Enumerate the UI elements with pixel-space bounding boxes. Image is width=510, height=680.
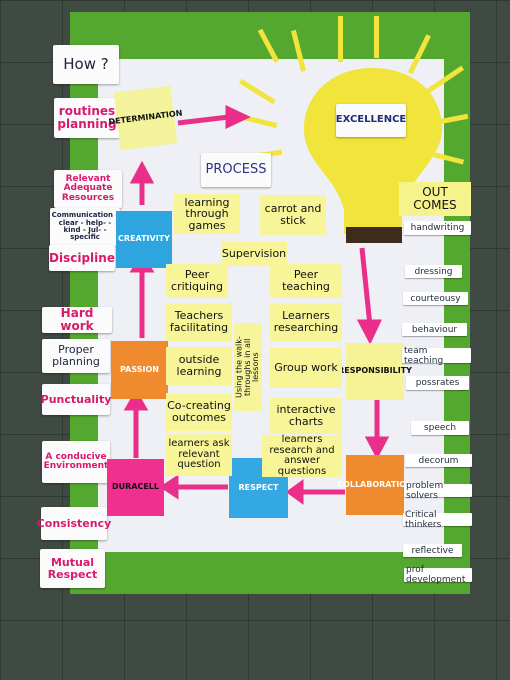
supervision-note: Supervision	[221, 242, 287, 266]
routines-planning-card: routines planning	[54, 98, 120, 138]
peer-critiquing-note: Peer critiquing	[166, 264, 228, 298]
discipline-card: Discipline	[49, 245, 115, 271]
hard-work-card: Hard work	[42, 307, 112, 333]
interactive-charts-note: interactive charts	[270, 398, 342, 434]
punctuality-card: Punctuality	[41, 384, 111, 415]
determination-card: DETERMINATION	[108, 85, 183, 151]
duracell-card: DURACELL	[107, 459, 164, 516]
outcome-possrates: possrates	[406, 376, 469, 390]
walkthrough-note: Using the walk-throughs in all lessons	[234, 323, 262, 411]
carrot-and-stick-note: carrot and stick	[260, 195, 326, 235]
proper-planning-card: Proper planning	[42, 339, 110, 373]
outcome-handwriting: handwriting	[404, 221, 471, 235]
resources-card: Relevant Adequate Resources	[54, 170, 122, 208]
outcome-behaviour: behaviour	[402, 323, 467, 336]
peer-teaching-note: Peer teaching	[270, 264, 342, 298]
excellence-label: EXCELLENCE	[336, 104, 406, 137]
learners-research-note: learners research and answer questions	[262, 434, 342, 477]
outside-learning-note: outside learning	[166, 347, 232, 385]
process-label: PROCESS	[201, 153, 271, 187]
outcome-dressing: dressing	[405, 265, 462, 278]
outcome-problem-solvers: problem solvers	[404, 481, 472, 501]
consistency-card: Consistency	[37, 507, 111, 540]
creativity-card: CREATIVITY	[116, 211, 172, 268]
outcome-speech: speech	[411, 421, 469, 435]
environment-card: A conducive Environment	[42, 441, 110, 483]
outcome-critical-thinkers: Critical thinkers	[403, 510, 472, 530]
learning-through-games-note: learning through games	[174, 194, 240, 234]
co-creating-outcomes-note: Co-creating outcomes	[166, 393, 232, 431]
responsibility-card: RESPONSIBILITY	[338, 343, 412, 400]
learners-researching-note: Learners researching	[270, 303, 342, 341]
communication-card: Communication - clear - help- - kind - J…	[50, 208, 120, 246]
bulb-rays	[238, 16, 469, 165]
bulb-base	[346, 227, 402, 243]
outcome-courteousy: courteousy	[403, 292, 468, 305]
how-card: How ?	[53, 45, 119, 84]
outcome-reflective: reflective	[403, 544, 462, 557]
outcome-team-teaching: team teaching	[402, 346, 471, 366]
teachers-facilitating-note: Teachers facilitating	[166, 303, 232, 341]
mutual-respect-card: Mutual Respect	[40, 549, 105, 588]
process-arrows	[123, 105, 390, 505]
outcome-prof-development: prof development	[404, 565, 472, 585]
passion-card: PASSION	[111, 341, 168, 399]
outcome-decorum: decorum	[405, 454, 472, 467]
group-work-note: Group work	[270, 348, 342, 388]
learners-ask-note: learners ask relevant question	[166, 434, 232, 476]
collaboration-card: COLLABORATION	[337, 455, 413, 515]
outcomes-label: OUT COMES	[399, 182, 471, 216]
